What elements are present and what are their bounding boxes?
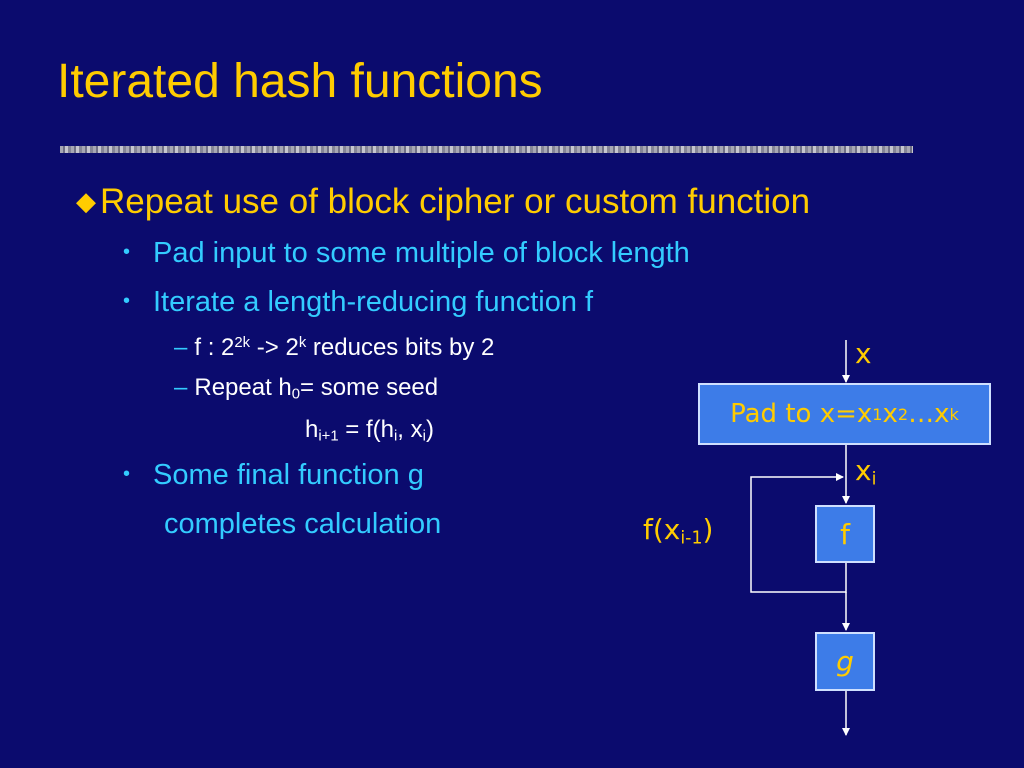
xi-text: x: [855, 454, 872, 487]
item-text: = some seed: [300, 374, 439, 401]
item-text: Repeat h: [194, 374, 292, 401]
item-reduces-bits: –f : 22k -> 2k reduces bits by 2: [174, 334, 495, 362]
superscript: k: [298, 335, 307, 351]
feedback-text: ): [702, 513, 714, 546]
subscript: 0: [291, 386, 301, 403]
subscript: i: [393, 428, 398, 445]
diamond-bullet-icon: ◆: [76, 186, 96, 216]
item-text: h: [305, 416, 319, 443]
subscript: i: [871, 469, 877, 490]
input-x-label: x: [855, 337, 872, 370]
subbullet-final-function: • Some final function g: [123, 459, 424, 492]
subbullet-text: Pad input to some multiple of block leng…: [153, 237, 690, 269]
subscript: i: [422, 428, 426, 445]
subbullet-text: Iterate a length-reducing function f: [153, 286, 594, 318]
item-text: -> 2: [250, 334, 299, 362]
item-text: reduces bits by 2: [306, 334, 495, 362]
bullet-text: Repeat use of block cipher or custom fun…: [100, 182, 811, 221]
superscript: 2k: [234, 335, 251, 351]
item-repeat-seed: –Repeat h0= some seed: [174, 374, 439, 403]
title-divider: [60, 146, 913, 153]
subbullet-final-function-continued: completes calculation: [164, 508, 442, 540]
slide-title: Iterated hash functions: [57, 55, 543, 108]
subscript: i+1: [318, 428, 339, 445]
feedback-text: f(x: [643, 513, 681, 546]
item-text: , x: [397, 416, 423, 443]
xi-label: xi: [855, 457, 876, 489]
subscript: i-1: [680, 528, 703, 549]
dot-bullet-icon: •: [123, 241, 131, 263]
subscript: 2: [897, 404, 909, 424]
bullet-repeat-use: ◆Repeat use of block cipher or custom fu…: [76, 182, 811, 222]
feedback-label: f(xi-1): [643, 516, 713, 548]
subscript: k: [949, 404, 959, 424]
subbullet-pad-input: • Pad input to some multiple of block len…: [123, 237, 690, 270]
pad-box-text: Pad to x=x: [730, 399, 873, 429]
item-text: f : 2: [194, 334, 235, 362]
subscript: 1: [872, 404, 883, 424]
g-box: g: [815, 632, 875, 691]
item-text: = f(h: [338, 416, 394, 443]
pad-box-text: …x: [908, 399, 950, 429]
subbullet-iterate: • Iterate a length-reducing function f: [123, 286, 594, 319]
subbullet-text: Some final function g: [153, 459, 424, 491]
dot-bullet-icon: •: [123, 463, 131, 485]
dash-bullet-icon: –: [174, 374, 188, 401]
feedback-loop: [750, 473, 847, 593]
item-recurrence: hi+1 = f(hi, xi): [305, 416, 434, 445]
f-box: f: [815, 505, 875, 563]
dash-bullet-icon: –: [174, 334, 188, 362]
dot-bullet-icon: •: [123, 290, 131, 312]
item-text: ): [425, 416, 434, 443]
pad-box-text: x: [882, 399, 898, 429]
